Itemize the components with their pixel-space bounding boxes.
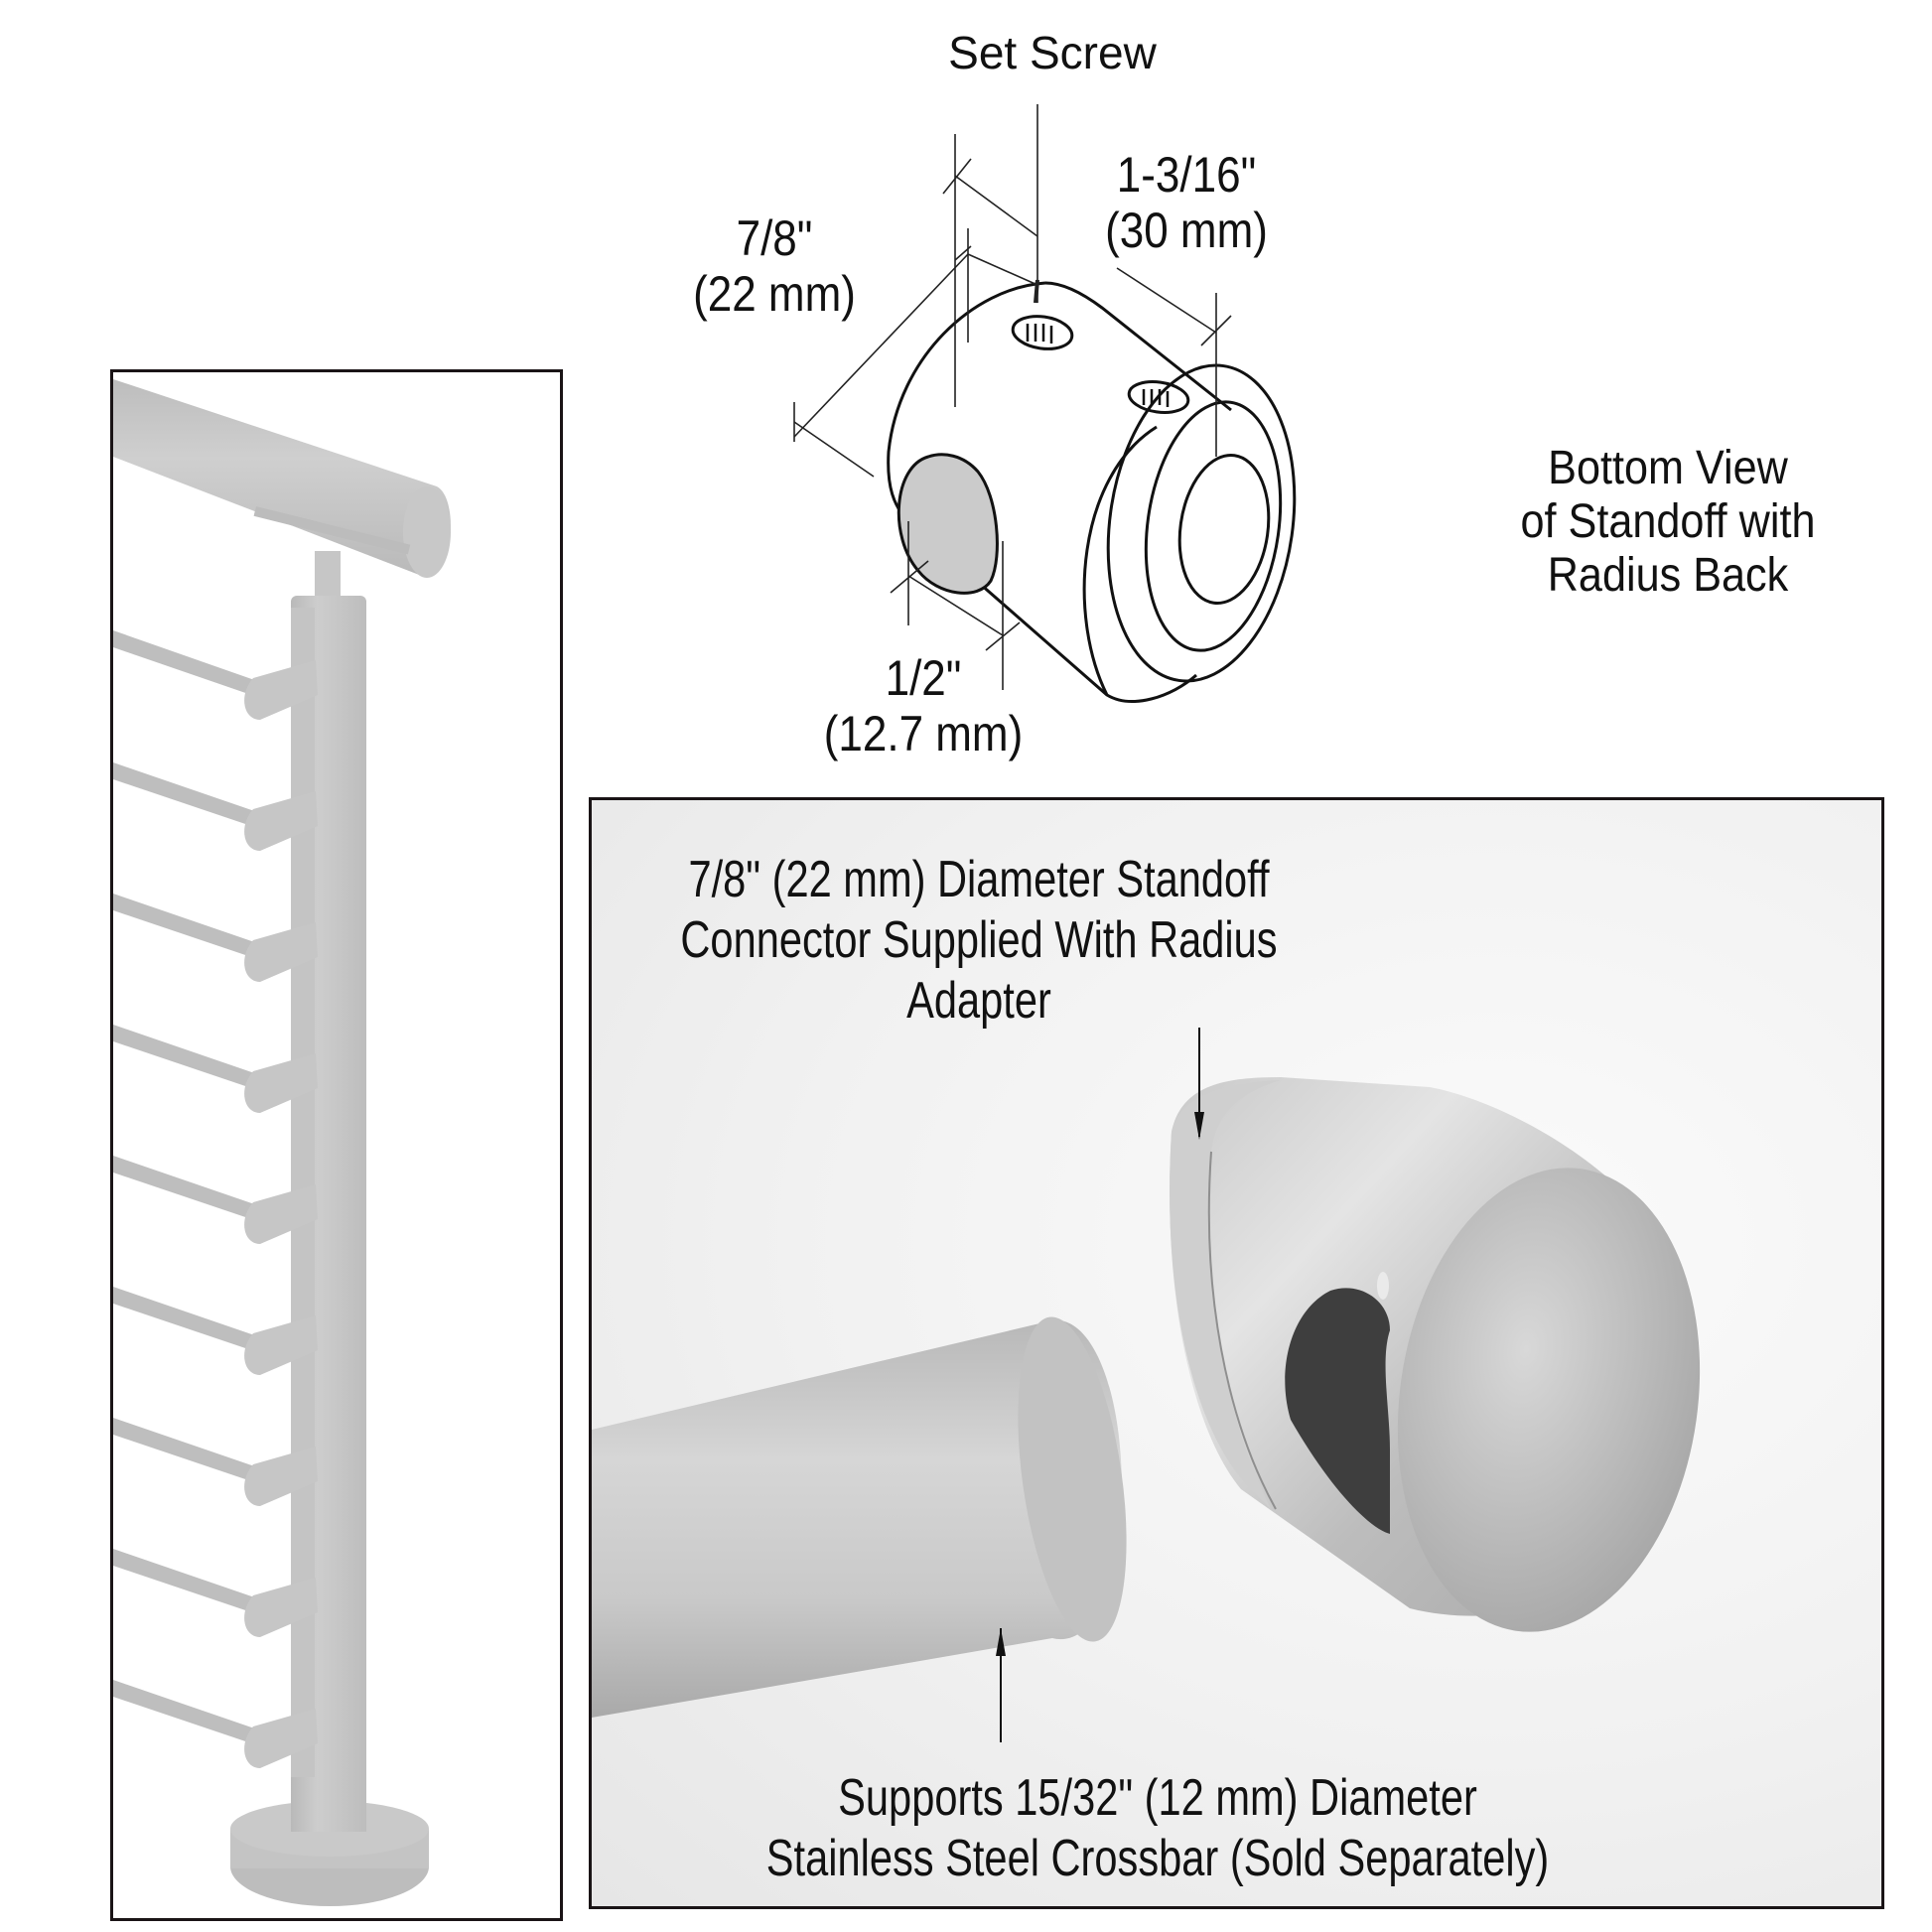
dim-width-mm: (22 mm) bbox=[693, 266, 856, 322]
caption-bottom-line-1: Supports 15/32" (12 mm) Diameter bbox=[838, 1769, 1477, 1827]
dim-hole-label: 1/2" (12.7 mm) bbox=[823, 650, 1024, 761]
railing-illustration-panel bbox=[110, 369, 563, 1921]
note-line-3: Radius Back bbox=[1547, 548, 1789, 602]
dim-length-inch: 1-3/16" bbox=[1116, 147, 1257, 203]
dim-length-label: 1-3/16" (30 mm) bbox=[1090, 147, 1283, 258]
dim-width-inch: 7/8" bbox=[736, 210, 813, 266]
standoff-photo-panel: 7/8" (22 mm) Diameter Standoff Connector… bbox=[589, 797, 1884, 1909]
dim-length-mm: (30 mm) bbox=[1105, 203, 1268, 258]
bottom-view-note: Bottom View of Standoff with Radius Back bbox=[1507, 442, 1829, 602]
caption-bottom-line-2: Stainless Steel Crossbar (Sold Separatel… bbox=[765, 1829, 1550, 1887]
standoff-caption: 7/8" (22 mm) Diameter Standoff Connector… bbox=[653, 850, 1305, 1031]
dim-hole-mm: (12.7 mm) bbox=[823, 706, 1024, 761]
caption-top-line-3: Adapter bbox=[906, 971, 1051, 1030]
railing-post-illustration bbox=[113, 379, 451, 1906]
arrow-down-icon bbox=[1194, 1028, 1204, 1140]
crossbar-caption: Supports 15/32" (12 mm) Diameter Stainle… bbox=[760, 1768, 1555, 1889]
crossbars bbox=[113, 630, 318, 1768]
callout-arrows bbox=[996, 1028, 1204, 1742]
dim-hole-inch: 1/2" bbox=[885, 650, 962, 706]
crossbar-hole-icon bbox=[897, 453, 999, 595]
arrow-up-icon bbox=[996, 1628, 1006, 1742]
note-line-2: of Standoff with bbox=[1520, 494, 1816, 548]
caption-top-line-2: Connector Supplied With Radius bbox=[680, 910, 1278, 969]
standoff-photo bbox=[592, 1077, 1701, 1718]
standoff-line-drawing bbox=[793, 104, 1297, 703]
dim-width-label: 7/8" (22 mm) bbox=[687, 210, 862, 322]
note-line-1: Bottom View bbox=[1548, 442, 1788, 494]
caption-top-line-1: 7/8" (22 mm) Diameter Standoff bbox=[688, 851, 1270, 908]
set-screw-label: Set Screw bbox=[948, 27, 1157, 78]
